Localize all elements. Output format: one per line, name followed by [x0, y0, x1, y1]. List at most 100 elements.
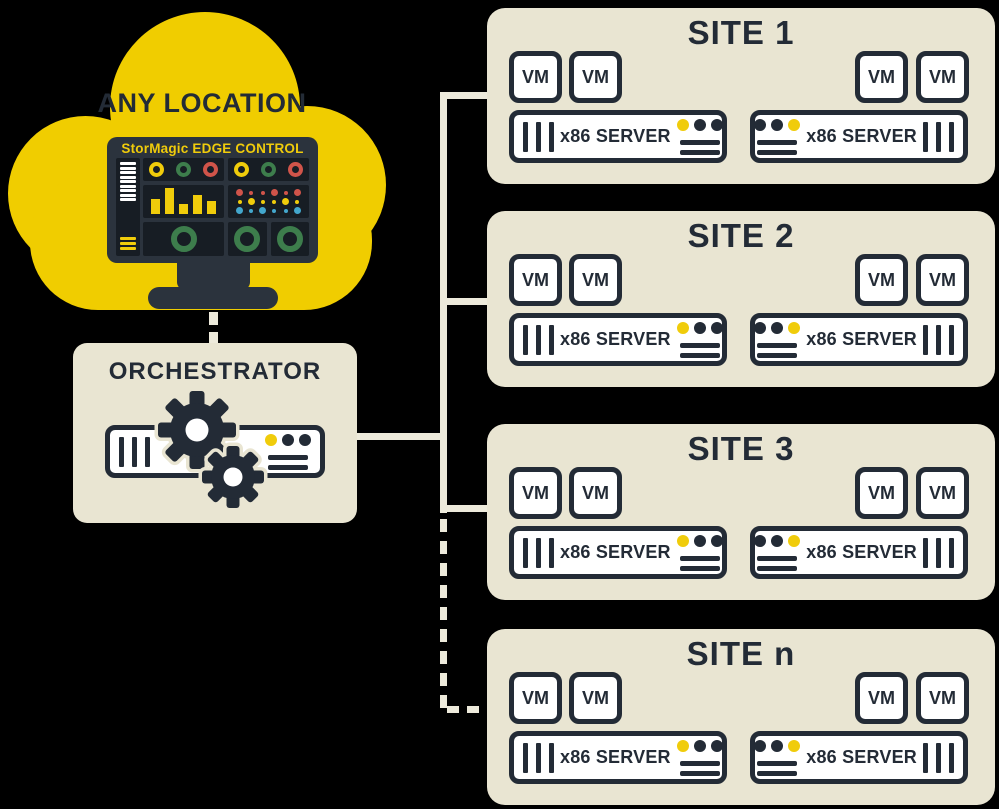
connector-branch-site3 — [443, 505, 490, 512]
yellow-status-ring — [234, 162, 249, 177]
rack-slots-icon — [523, 121, 554, 152]
vm-label: VM — [929, 66, 956, 87]
connector-branch-site2 — [443, 298, 490, 305]
green-status-ring — [261, 162, 276, 177]
site-box: SITE 1 VM VM VM VM x86 SERVER x86 SERVER — [487, 8, 995, 184]
sidebar-menu-icon — [120, 237, 136, 252]
dashboard-grid — [143, 158, 309, 256]
server-status-icon — [754, 534, 801, 571]
sidebar-line-yellow — [120, 242, 136, 245]
x86-server-box: x86 SERVER — [509, 110, 727, 163]
vm-box: VM — [916, 51, 969, 103]
server-status-icon — [676, 739, 723, 776]
vm-box: VM — [569, 672, 622, 724]
vm-label: VM — [868, 687, 895, 708]
cloud-orchestrator-link-dash — [209, 332, 218, 343]
rack-slots-icon — [923, 324, 954, 355]
gauge-ring — [234, 226, 261, 252]
vm-box: VM — [569, 254, 622, 306]
server-label: x86 SERVER — [560, 747, 671, 767]
sidebar-line — [120, 162, 136, 165]
dashboard-sidebar — [116, 158, 140, 256]
vm-label: VM — [522, 66, 549, 87]
red-dot — [283, 190, 288, 195]
server-label: x86 SERVER — [806, 747, 917, 767]
x86-server-box: x86 SERVER — [509, 731, 727, 784]
sidebar-line — [120, 193, 136, 197]
server-status-icon — [754, 739, 801, 776]
sidebar-line-yellow — [120, 237, 136, 240]
sidebar-line — [120, 171, 136, 174]
cloud-orchestrator-link-dash — [209, 312, 218, 325]
red-dot — [260, 190, 265, 195]
site-box: SITE n VM VM VM VM x86 SERVER x86 SERVER — [487, 629, 995, 805]
connector-branch-site1 — [443, 92, 490, 99]
red-dot — [249, 190, 254, 195]
gauge-panel — [143, 222, 224, 256]
cloud-label: ANY LOCATION — [97, 88, 307, 118]
vm-label: VM — [582, 687, 609, 708]
red-dot — [236, 189, 244, 196]
vm-label: VM — [582, 66, 609, 87]
vm-label: VM — [582, 482, 609, 503]
vm-box: VM — [509, 254, 562, 306]
server-status-icon — [676, 118, 723, 155]
vm-box: VM — [509, 672, 562, 724]
vm-label: VM — [868, 482, 895, 503]
blue-dot — [259, 207, 267, 214]
server-status-icon — [676, 534, 723, 571]
chart-bar — [165, 188, 174, 214]
site-box: SITE 2 VM VM VM VM x86 SERVER x86 SERVER — [487, 211, 995, 387]
connector-orchestrator — [357, 433, 443, 440]
gauge-panel — [270, 222, 309, 256]
server-status-icon — [754, 321, 801, 358]
vm-label: VM — [929, 687, 956, 708]
yellow-dot — [282, 198, 290, 205]
yellow-status-ring — [149, 162, 164, 177]
red-dot — [293, 189, 301, 196]
chart-bar — [193, 195, 202, 214]
sidebar-line — [120, 184, 136, 188]
site-box: SITE 3 VM VM VM VM x86 SERVER x86 SERVER — [487, 424, 995, 600]
blue-dot — [293, 207, 301, 214]
server-label: x86 SERVER — [806, 329, 917, 349]
red-dot — [270, 189, 278, 196]
yellow-dot — [247, 198, 255, 205]
site-title: SITE 2 — [687, 217, 795, 254]
status-lights-panel — [143, 158, 224, 181]
green-status-ring — [176, 162, 191, 177]
server-status-icon — [754, 118, 801, 155]
vm-label: VM — [868, 269, 895, 290]
monitor-stand-base — [148, 287, 278, 309]
sidebar-line — [120, 166, 136, 170]
site-title: SITE 3 — [687, 430, 795, 467]
dashboard-title: StorMagic EDGE CONTROL — [121, 141, 304, 156]
rack-slots-icon — [923, 742, 954, 773]
vm-label: VM — [582, 269, 609, 290]
connector-branch-siten-dashed — [447, 706, 490, 713]
vm-box: VM — [916, 672, 969, 724]
sidebar-line — [120, 180, 136, 183]
x86-server-box: x86 SERVER — [750, 526, 968, 579]
sidebar-list-icon — [120, 162, 136, 203]
yellow-dot — [260, 199, 265, 204]
x86-server-box: x86 SERVER — [509, 526, 727, 579]
server-status-icon — [265, 433, 311, 470]
yellow-dot — [237, 199, 242, 204]
rack-slots-icon — [119, 436, 150, 467]
gauge-ring — [276, 226, 303, 252]
vm-box: VM — [569, 51, 622, 103]
sidebar-line — [120, 175, 136, 179]
yellow-dot — [272, 199, 277, 204]
status-lights-panel — [228, 158, 309, 181]
vm-label: VM — [522, 482, 549, 503]
rack-slots-icon — [523, 537, 554, 568]
vm-label: VM — [522, 269, 549, 290]
x86-server-box: x86 SERVER — [750, 731, 968, 784]
rack-slots-icon — [923, 537, 954, 568]
vm-label: VM — [929, 269, 956, 290]
gauge-ring — [170, 226, 197, 252]
chart-bar — [179, 204, 188, 214]
chart-bar — [151, 199, 160, 214]
